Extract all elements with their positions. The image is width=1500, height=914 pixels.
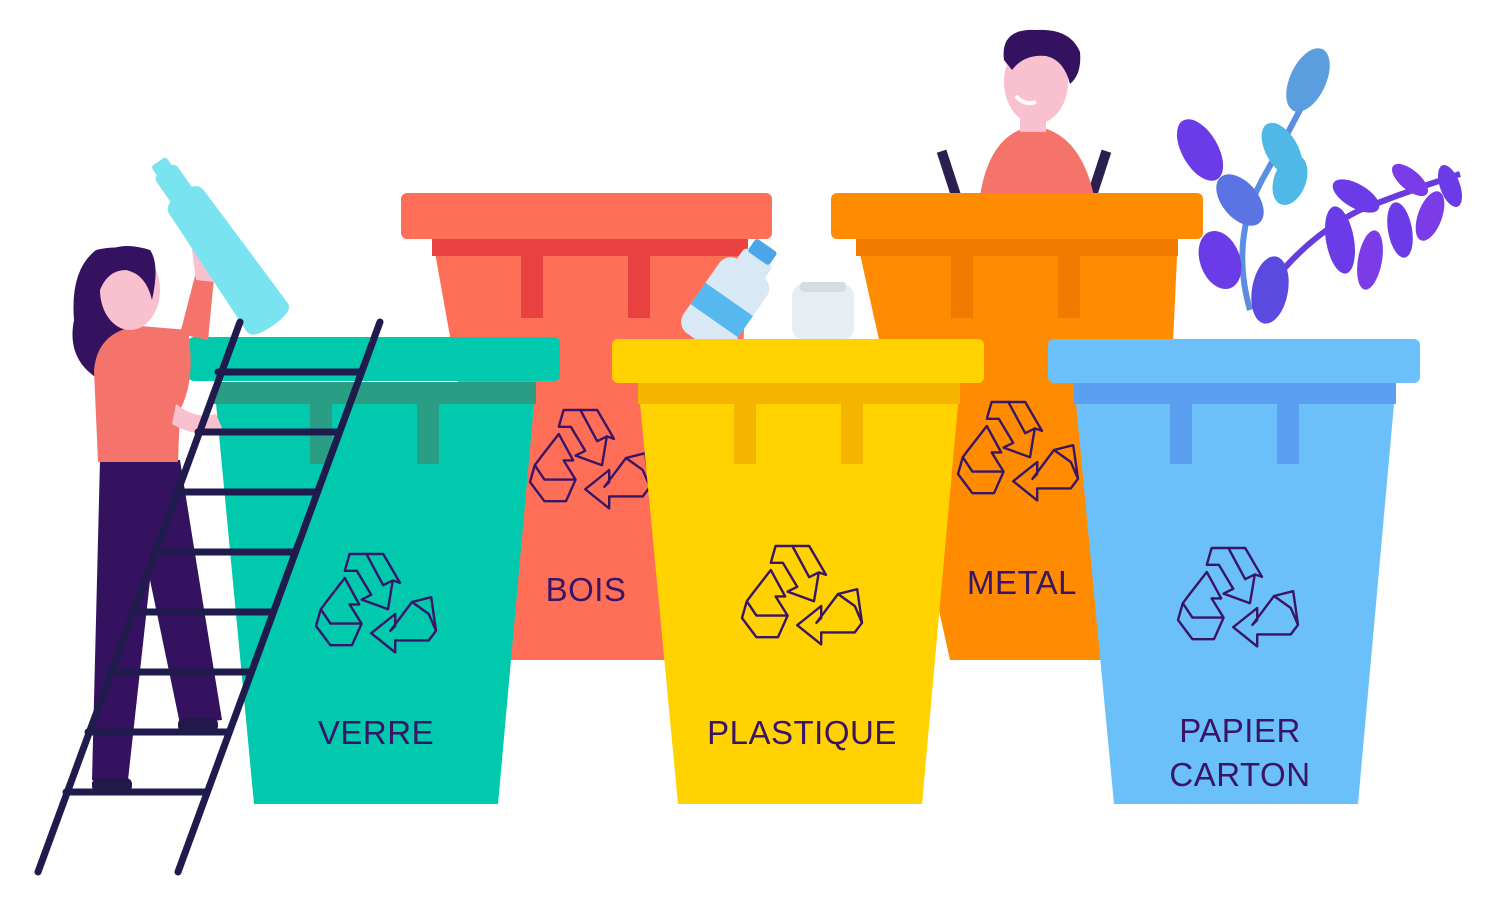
bin-verre: VERRE [188, 337, 560, 804]
bin-papier-carton: PAPIER CARTON [1048, 339, 1420, 804]
bin-label-verre: VERRE [318, 714, 434, 751]
man-figure [936, 29, 1112, 199]
bin-label-bois: BOIS [546, 571, 627, 608]
bin-label-plastique: PLASTIQUE [707, 714, 897, 751]
plant-icon [1176, 48, 1463, 324]
woman-figure [72, 243, 222, 792]
bin-plastique: PLASTIQUE [612, 339, 984, 804]
bin-label-carton: CARTON [1169, 756, 1310, 793]
bin-label-papier: PAPIER [1179, 712, 1301, 749]
ladder-icon [34, 318, 384, 876]
bin-label-metal: METAL [967, 564, 1077, 601]
bottle-icon [681, 239, 854, 354]
bottle-icon [152, 157, 289, 335]
